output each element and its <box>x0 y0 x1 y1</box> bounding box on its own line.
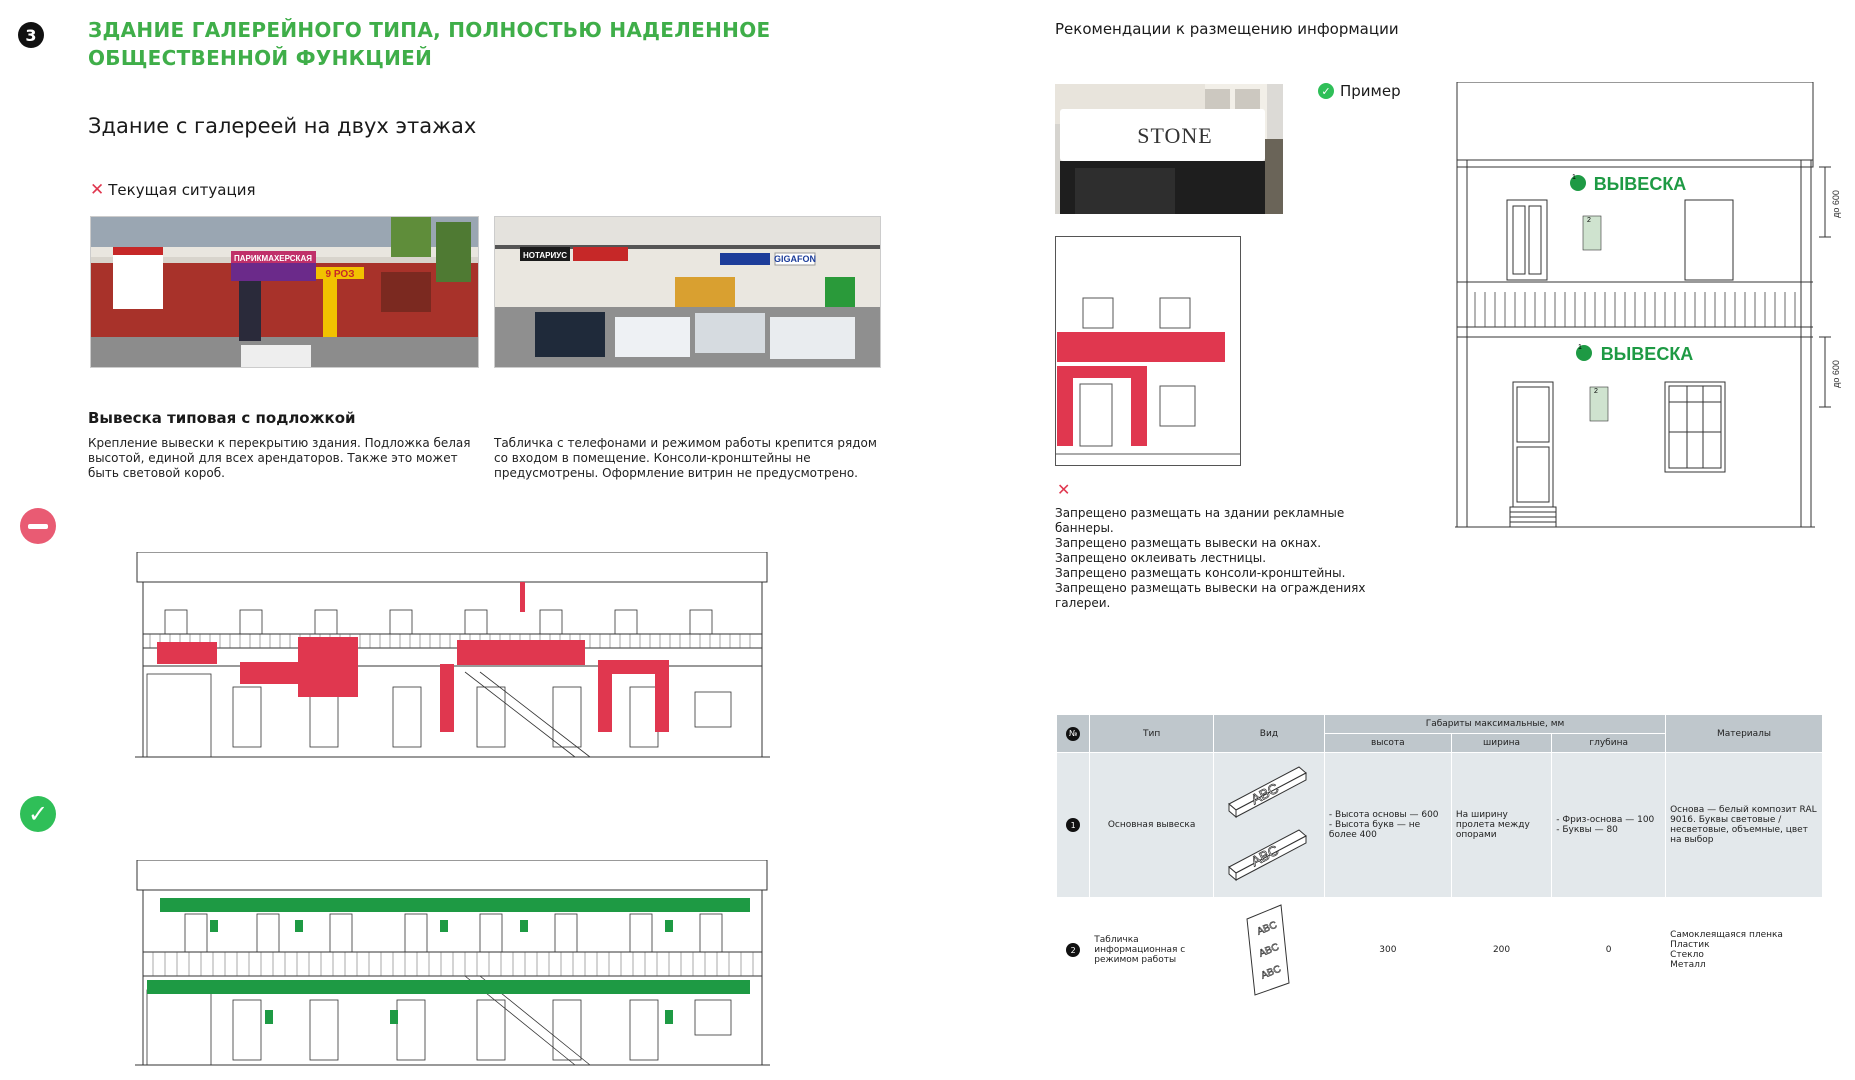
dimension-label: до 600 <box>1831 360 1841 388</box>
marker-1: 1 <box>1572 174 1576 181</box>
page-number-badge: 3 <box>18 22 44 48</box>
row-height: - Высота основы — 600 - Высота букв — не… <box>1323 752 1452 898</box>
example-photo-stone: STONE <box>1055 84 1283 214</box>
forbidden-item: Запрещено оклеивать лестницы. <box>1055 551 1267 565</box>
paragraph-left: Крепление вывески к перекрытию здания. П… <box>88 436 471 480</box>
row-depth: - Фриз-основа — 100 - Буквы — 80 <box>1551 752 1667 898</box>
marker-2: 2 <box>1587 217 1591 224</box>
sign-text: НОТАРИУС <box>523 251 567 260</box>
col-width-header: ширина <box>1450 733 1553 753</box>
row-type: Табличка информационная с режимом работы <box>1089 897 1214 1003</box>
check-icon: ✓ <box>20 796 56 832</box>
forbidden-icon <box>20 508 56 544</box>
elevation-correct <box>135 860 770 1066</box>
sign-text-upper: ВЫВЕСКА <box>1594 174 1687 194</box>
forbidden-scheme <box>1055 236 1241 466</box>
page-subtitle: Здание с галереей на двух этажах <box>88 114 477 138</box>
row-width: На ширину пролета между опорами <box>1450 752 1553 898</box>
table-row: 2 Табличка информационная с режимом рабо… <box>1055 897 1823 1003</box>
forbidden-item: Запрещено размещать вывески на окнах. <box>1055 536 1322 550</box>
table-row: 1 Основная вывеска ABC ABC - Высота осно… <box>1055 752 1823 898</box>
page-title: ЗДАНИЕ ГАЛЕРЕЙНОГО ТИПА, ПОЛНОСТЬЮ НАДЕЛ… <box>88 18 771 70</box>
row-materials: Основа — белый композит RAL 9016. Буквы … <box>1665 752 1823 898</box>
section-heading: Вывеска типовая с подложкой <box>88 409 356 427</box>
forbidden-item: Запрещено размещать консоли-кронштейны. <box>1055 566 1346 580</box>
elevation-incorrect <box>135 552 770 758</box>
marker-2: 2 <box>1594 388 1598 395</box>
dimension-label: до 600 <box>1831 190 1841 218</box>
current-situation-label: ✕ Текущая ситуация <box>90 180 255 200</box>
marker-1: 1 <box>1578 344 1582 351</box>
check-icon: ✓ <box>1318 83 1334 99</box>
spec-table: № Тип Вид Габариты максимальные, мм Мате… <box>1055 714 1823 1003</box>
col-type-header: Тип <box>1089 714 1214 753</box>
cross-icon: ✕ <box>1057 480 1071 499</box>
forbidden-item: Запрещено размещать на здании рекламные … <box>1055 506 1345 535</box>
row-type: Основная вывеска <box>1089 752 1214 898</box>
sign-text: 9 РОЗ <box>326 269 355 280</box>
row-height: 300 <box>1323 897 1452 1003</box>
photo-current-right: НОТАРИУС GIGAFON <box>494 216 881 368</box>
row-width: 200 <box>1450 897 1553 1003</box>
row-view: ABC ABC ABC <box>1212 897 1325 1003</box>
sign-text-lower: ВЫВЕСКА <box>1601 344 1694 364</box>
sign-text: ПАРИКМАХЕРСКАЯ <box>234 254 312 263</box>
row-view: ABC ABC <box>1212 752 1325 898</box>
row-num: 1 <box>1055 752 1091 898</box>
example-label: ✓ Пример <box>1318 82 1401 100</box>
col-materials-header: Материалы <box>1665 714 1823 753</box>
col-view-header: Вид <box>1212 714 1325 753</box>
row-materials: Самоклеящаяся пленка Пластик Стекло Мета… <box>1665 897 1823 1003</box>
forbidden-list: Запрещено размещать на здании рекламные … <box>1055 506 1395 611</box>
example-text: Пример <box>1340 82 1401 100</box>
info-plate-sample-image: ABC ABC ABC <box>1246 903 1290 996</box>
col-dims-header: Габариты максимальные, мм <box>1323 714 1667 734</box>
sign-text: GIGAFON <box>774 254 816 264</box>
col-height-header: высота <box>1323 733 1452 753</box>
col-depth-header: глубина <box>1551 733 1667 753</box>
sign-sample-image: ABC ABC <box>1228 765 1307 881</box>
cross-icon: ✕ <box>90 180 105 200</box>
stone-sign-text: STONE <box>1137 123 1213 148</box>
photo-current-left: ПАРИКМАХЕРСКАЯ 9 РОЗ <box>90 216 479 368</box>
current-situation-text: Текущая ситуация <box>108 181 256 199</box>
col-num-header: № <box>1055 714 1091 753</box>
forbidden-item: Запрещено размещать вывески на ограждени… <box>1055 581 1366 610</box>
elevation-recommended: ВЫВЕСКА ВЫВЕСКА 1 1 2 2 до 600 до 600 <box>1455 82 1841 528</box>
recommendations-title: Рекомендации к размещению информации <box>1055 20 1399 38</box>
paragraph-right: Табличка с телефонами и режимом работы к… <box>494 436 877 480</box>
row-depth: 0 <box>1551 897 1667 1003</box>
row-num: 2 <box>1055 897 1091 1003</box>
